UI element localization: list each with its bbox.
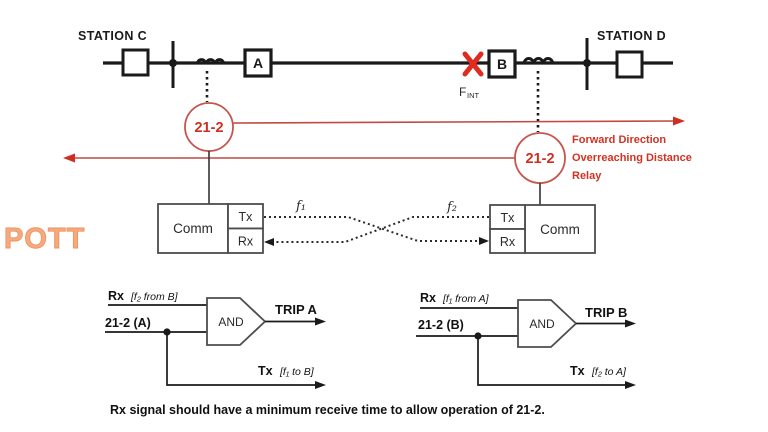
forward-arrow-icon [232,116,685,126]
and-gate-left [206,297,267,346]
f2-label: f₂ [446,200,457,215]
tx-cell-left [227,203,264,230]
trip-arrow-icon-right [625,319,636,328]
bus-junction-dot-left [169,59,177,67]
comm-label-right: Comm [540,222,580,237]
comm-box-right [524,204,596,254]
channel-f1-path [264,216,489,245]
and-gate-label-right: AND [529,317,555,331]
relay-connections: 21-2 21-2 Forward Direction Overreaching… [63,71,692,205]
relay-input-label-right: 21-2 (B) [418,318,464,332]
tx-label-left: Tx [239,210,254,224]
rx-label-right: Rx [500,235,516,249]
fault-x-icon [462,51,484,77]
tx-output-bracket-left: [f₁ to B] [279,366,315,378]
tx-output-label-left: Tx [258,364,273,378]
relay-input-label-left: 21-2 (A) [105,316,151,330]
caption-text: Rx signal should have a minimum receive … [110,403,545,417]
logic-right: Rx [f₁ from A] 21-2 (B) AND TRIP B Tx [f… [416,291,636,389]
relay-label-left: 21-2 [194,120,223,136]
comm-label-left: Comm [173,221,213,236]
scheme-label: POTT [4,223,85,255]
tx-branch-left [166,332,318,386]
station-c-label: STATION C [78,29,147,43]
relay-note-line2: Overreaching Distance [572,152,692,164]
station-d-label: STATION D [597,29,666,43]
and-gate-right [517,299,578,348]
rx-input-label-right: Rx [420,291,436,305]
fault-subscript: INT [467,91,480,100]
rx-cell-right [489,228,526,254]
tx-output-label-right: Tx [570,364,585,378]
relay-note-line3: Relay [572,170,602,182]
f1-label: f₁ [295,199,306,214]
relay-note: Forward Direction Overreaching Distance … [572,134,692,182]
breaker-a-label: A [253,55,263,71]
trip-arrow-icon-left [315,317,326,326]
logic-left: Rx [f₂ from B] 21-2 (A) AND TRIP A Tx [f… [105,289,326,389]
and-gate-label-left: AND [218,315,244,329]
tx-label-right: Tx [501,211,516,225]
tx-output-bracket-right: [f₂ to A] [591,366,627,378]
fault-label: F [459,85,466,99]
trip-a-label: TRIP A [275,302,318,317]
rx-cell-left [227,227,264,254]
breaker-square-right [615,50,644,79]
tx-arrow-icon-right [625,381,636,389]
breaker-square-left [121,48,150,77]
tx-arrow-icon-left [315,381,326,389]
relay-note-line1: Forward Direction [572,134,666,146]
rx-input-bracket-right: [f₁ from A] [442,293,490,305]
transmission-line: A B STATION C STATION D F INT [78,29,673,100]
trip-b-label: TRIP B [585,305,627,320]
ct-coil-icon-right [522,57,555,65]
channel-f2-path [264,216,489,246]
breaker-a-box [243,48,273,78]
breaker-b-box [487,49,517,79]
bus-junction-dot-right [583,59,591,67]
tx-branch-right [477,336,628,386]
rx-input-bracket-left: [f₂ from B] [130,291,179,303]
comm-equipment: Comm Tx Rx Comm Tx Rx f₁ f₂ [157,199,596,254]
breaker-b-label: B [497,56,507,72]
relay-label-right: 21-2 [525,151,554,167]
rx-label-left: Rx [238,235,254,249]
rx-input-label-left: Rx [108,289,124,303]
ct-coil-icon-left [195,58,226,65]
reverse-arrow-icon [63,153,515,163]
